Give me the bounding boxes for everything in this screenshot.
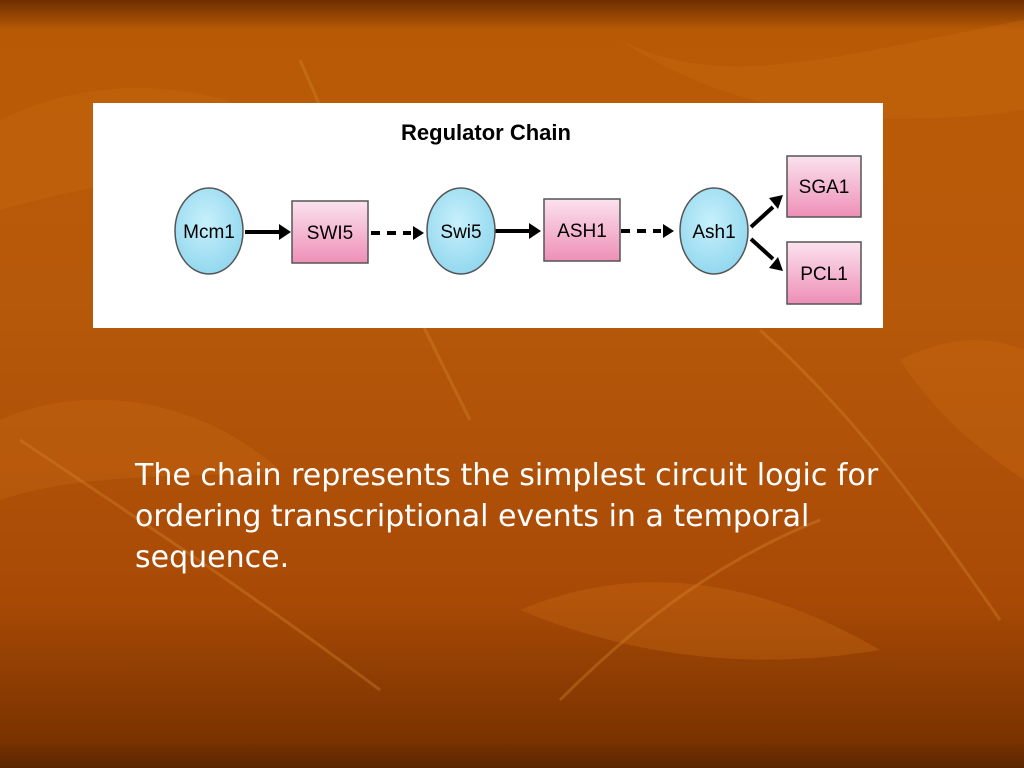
edge-ash1-protein-to-sga1	[749, 195, 783, 229]
diagram-title: Regulator Chain	[401, 120, 571, 145]
node-swi5-protein-label: Swi5	[440, 222, 481, 243]
node-sga1: SGA1	[786, 155, 862, 218]
node-pcl1-label: PCL1	[800, 264, 848, 285]
edge-ash1-protein-to-pcl1	[749, 237, 783, 271]
diagram-canvas: Regulator Chain Mcm1	[174, 120, 862, 305]
node-mcm1-label: Mcm1	[183, 222, 235, 243]
node-sga1-label: SGA1	[799, 177, 850, 198]
node-ash1-protein: Ash1	[679, 187, 749, 275]
edge-ash1-to-ash1-protein	[621, 224, 674, 238]
node-ash1-gene: ASH1	[543, 198, 621, 262]
regulator-chain-diagram: Regulator Chain Mcm1	[93, 103, 883, 328]
edge-mcm1-to-swi5	[245, 224, 291, 240]
node-swi5-protein: Swi5	[426, 187, 496, 275]
node-ash1-gene-label: ASH1	[557, 221, 607, 242]
node-swi5-gene: SWI5	[291, 200, 369, 264]
edge-swi5-protein-to-ash1	[495, 223, 541, 239]
node-swi5-gene-label: SWI5	[307, 223, 353, 244]
node-pcl1: PCL1	[786, 241, 862, 305]
slide-caption: The chain represents the simplest circui…	[135, 458, 879, 575]
edge-swi5-to-swi5-protein	[371, 226, 424, 240]
node-mcm1: Mcm1	[174, 187, 244, 275]
node-ash1-protein-label: Ash1	[692, 222, 735, 243]
